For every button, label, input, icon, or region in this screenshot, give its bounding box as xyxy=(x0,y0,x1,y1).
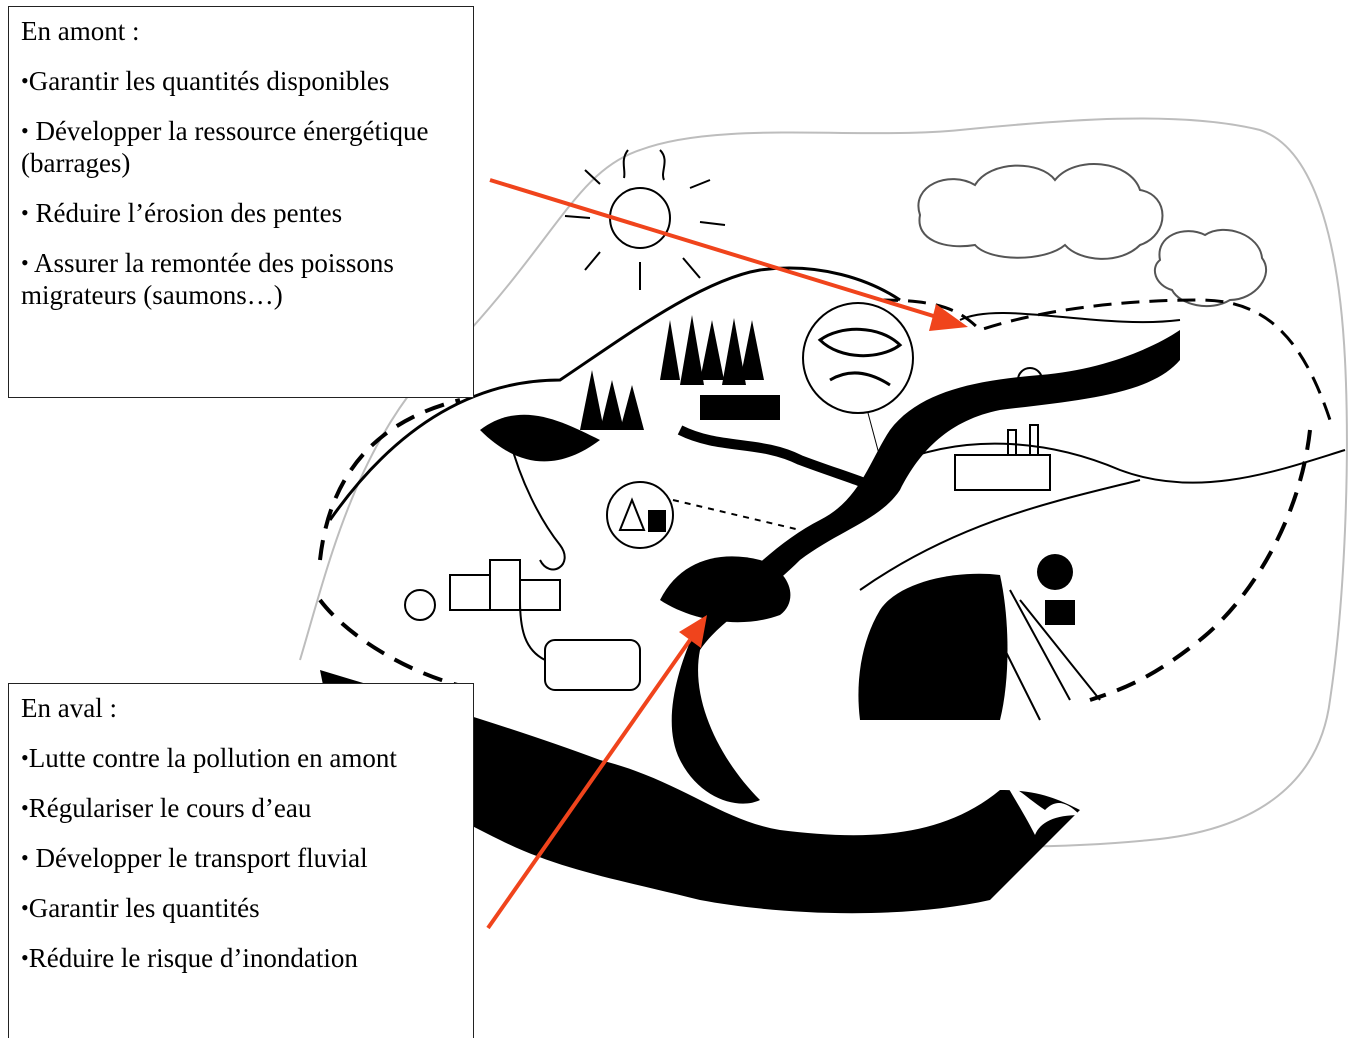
upstream-item-text: Garantir les quantités disponibles xyxy=(29,66,390,96)
bullet-icon: • xyxy=(21,745,29,770)
upstream-item: •Garantir les quantités disponibles xyxy=(21,65,463,97)
downstream-item-text: Lutte contre la pollution en amont xyxy=(29,743,397,773)
tributary xyxy=(680,430,880,490)
bullet-icon: • xyxy=(21,795,29,820)
chemical-icon xyxy=(607,482,800,548)
downstream-item: •Garantir les quantités xyxy=(21,892,463,924)
downstream-item: •Régulariser le cours d’eau xyxy=(21,792,463,824)
sun-icon xyxy=(565,150,725,290)
upstream-item: • Réduire l’érosion des pentes xyxy=(21,197,463,229)
downstream-title: En aval : xyxy=(21,692,463,724)
downstream-item-text: Garantir les quantités xyxy=(29,893,260,923)
upstream-item-text: Assurer la remontée des poissons migrate… xyxy=(21,248,394,310)
village-icon xyxy=(405,440,565,620)
bullet-icon: • xyxy=(21,68,29,93)
downstream-item: • Développer le transport fluvial xyxy=(21,842,463,874)
upstream-box: En amont : •Garantir les quantités dispo… xyxy=(8,6,474,398)
farm-field xyxy=(858,574,1007,720)
upstream-item-text: Réduire l’érosion des pentes xyxy=(29,198,342,228)
cloud-icon xyxy=(918,164,1266,306)
upstream-item: • Assurer la remontée des poissons migra… xyxy=(21,247,463,311)
dashed-border xyxy=(320,400,1310,700)
downstream-item-text: Développer le transport fluvial xyxy=(29,843,368,873)
bullet-icon: • xyxy=(21,118,29,143)
city-blob xyxy=(660,556,790,622)
bullet-icon: • xyxy=(21,945,29,970)
hill-line xyxy=(860,313,1345,590)
downstream-item: •Réduire le risque d’inondation xyxy=(21,942,463,974)
downstream-item-text: Régulariser le cours d’eau xyxy=(29,793,312,823)
upstream-item-text: Développer la ressource énergétique (bar… xyxy=(21,116,429,178)
bullet-icon: • xyxy=(21,250,29,275)
downstream-item: •Lutte contre la pollution en amont xyxy=(21,742,463,774)
upstream-item: • Développer la ressource énergétique (b… xyxy=(21,115,463,179)
road-icon xyxy=(520,600,640,690)
bullet-icon: • xyxy=(21,200,29,225)
downstream-item-text: Réduire le risque d’inondation xyxy=(29,943,358,973)
downstream-box: En aval : •Lutte contre la pollution en … xyxy=(8,683,474,1038)
arrow-upstream-icon xyxy=(490,180,968,331)
upstream-title: En amont : xyxy=(21,15,463,47)
bullet-icon: • xyxy=(21,895,29,920)
bullet-icon: • xyxy=(21,845,29,870)
